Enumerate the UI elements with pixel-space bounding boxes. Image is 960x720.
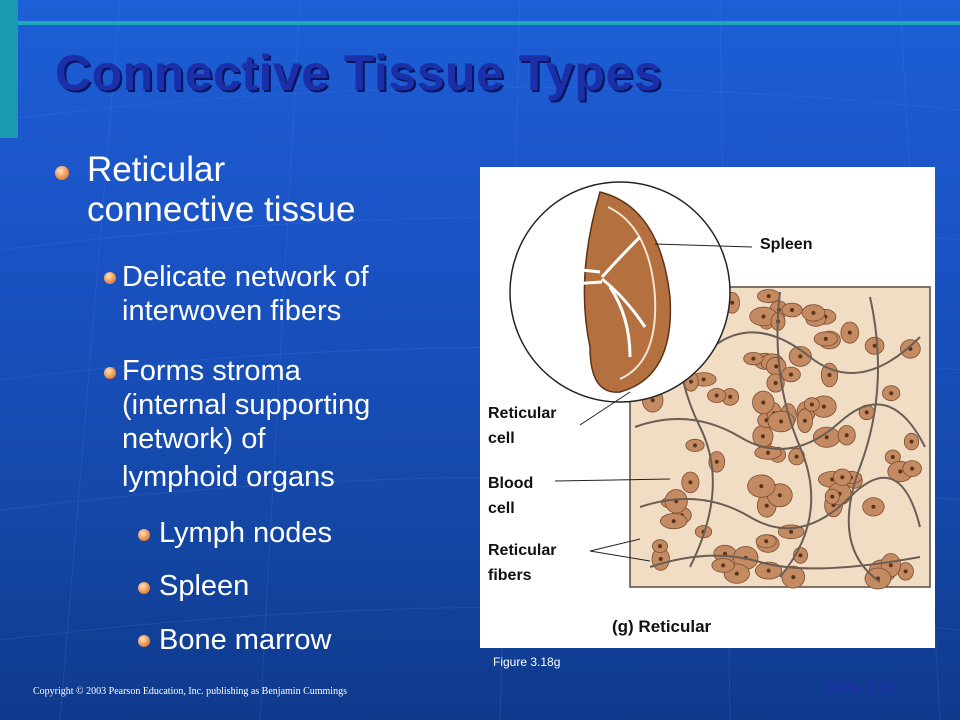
cell-nucleus [844, 433, 849, 438]
cell-nucleus [847, 330, 852, 335]
cell-nucleus [777, 493, 782, 498]
cell-nucleus [751, 356, 756, 361]
cell-nucleus [811, 310, 816, 315]
cell-nucleus [688, 480, 693, 485]
cell-nucleus [794, 454, 799, 459]
cell-nucleus [789, 529, 794, 534]
cell-nucleus [689, 379, 694, 384]
organ-item-lymph-nodes: Lymph nodes [159, 517, 333, 549]
cell-nucleus [764, 539, 769, 544]
sub-bullet-1-line1: Delicate network of [122, 261, 369, 293]
cell-nucleus [802, 418, 807, 423]
label-panel-title: (g) Reticular [612, 617, 712, 636]
cell-nucleus [761, 400, 766, 405]
cell-nucleus [693, 443, 697, 448]
sub-bullet-marker-1 [104, 272, 116, 284]
cell-nucleus [840, 475, 845, 480]
cell-nucleus [658, 544, 662, 549]
cell-nucleus [714, 393, 719, 398]
cell-nucleus [890, 455, 895, 459]
cell-nucleus [909, 439, 914, 444]
organ-bullet-marker-2 [138, 582, 150, 594]
label-reticular-fibers-line1: Reticular [488, 542, 557, 559]
reticular-tissue-figure: Spleen Reticular cell Blood cell Reticul… [480, 167, 935, 648]
cell-nucleus [721, 563, 726, 568]
cell-nucleus [764, 503, 769, 508]
label-spleen: Spleen [760, 236, 813, 253]
organ-bullet-marker-3 [138, 635, 150, 647]
cell-nucleus [766, 294, 771, 299]
main-bullet-marker [55, 166, 69, 180]
cell-nucleus [872, 343, 877, 348]
label-reticular-cell-line2: cell [488, 430, 515, 447]
cell-nucleus [764, 418, 769, 423]
label-reticular-fibers-line2: fibers [488, 567, 532, 584]
cell-nucleus [779, 419, 784, 424]
cell-nucleus [773, 381, 778, 385]
cell-nucleus [821, 404, 826, 409]
cell-nucleus [910, 466, 915, 471]
main-bullet-line2: connective tissue [87, 190, 356, 229]
cell-nucleus [889, 391, 894, 396]
cell-nucleus [871, 504, 876, 509]
organ-item-spleen: Spleen [159, 570, 250, 602]
cell-nucleus [759, 484, 764, 489]
cell-nucleus [658, 557, 663, 561]
cell-nucleus [766, 450, 770, 455]
cell-nucleus [789, 372, 793, 377]
cell-nucleus [761, 314, 766, 319]
slide-number: Slide 3.62 [823, 680, 897, 697]
main-bullet-line1: Reticular [87, 150, 226, 189]
cell-nucleus [798, 553, 803, 558]
top-accent-bar [0, 21, 960, 25]
organ-bullet-marker-1 [138, 529, 150, 541]
figure-caption: Figure 3.18g [493, 655, 561, 669]
copyright-notice: Copyright © 2003 Pearson Education, Inc.… [33, 686, 347, 697]
cell-nucleus [798, 354, 803, 359]
cell-nucleus [760, 434, 765, 439]
sub-bullet-2-line3: network) of [122, 423, 266, 455]
sub-bullet-marker-2 [104, 367, 116, 379]
cell-nucleus [809, 402, 814, 407]
sub-bullet-2-line4: lymphoid organs [122, 461, 335, 493]
organ-item-bone-marrow: Bone marrow [159, 624, 332, 656]
label-blood-cell-line1: Blood [488, 475, 534, 492]
cell-nucleus [824, 435, 829, 440]
cell-nucleus [791, 575, 796, 580]
cell-nucleus [898, 469, 903, 474]
cell-nucleus [823, 336, 828, 341]
spleen-organ-shape [583, 191, 672, 393]
cell-nucleus [888, 563, 893, 568]
label-leader-lines [554, 243, 753, 562]
cell-nucleus [650, 398, 655, 403]
cell-nucleus [728, 394, 733, 399]
cell-nucleus [671, 519, 676, 524]
sub-bullet-2-line2: (internal supporting [122, 389, 371, 421]
sub-bullet-2-line1: Forms stroma [122, 355, 301, 387]
cell-nucleus [864, 410, 869, 415]
tissue-cells [641, 289, 922, 590]
cell-nucleus [714, 459, 719, 464]
cell-nucleus [790, 308, 794, 312]
slide-title: Connective Tissue Types [55, 45, 663, 101]
label-blood-cell-line2: cell [488, 500, 515, 517]
cell-nucleus [701, 377, 706, 382]
cell-nucleus [830, 494, 835, 499]
cell-nucleus [734, 571, 739, 576]
reticular-tissue-illustration [509, 181, 931, 590]
left-accent-bar [0, 0, 18, 138]
cell-nucleus [774, 364, 779, 369]
cell-nucleus [723, 551, 727, 556]
sub-bullet-1-line2: interwoven fibers [122, 295, 342, 327]
cell-nucleus [827, 373, 832, 377]
cell-nucleus [903, 569, 908, 574]
label-reticular-cell-line1: Reticular [488, 405, 557, 422]
cell-nucleus [766, 568, 771, 573]
cell-nucleus [730, 300, 735, 305]
